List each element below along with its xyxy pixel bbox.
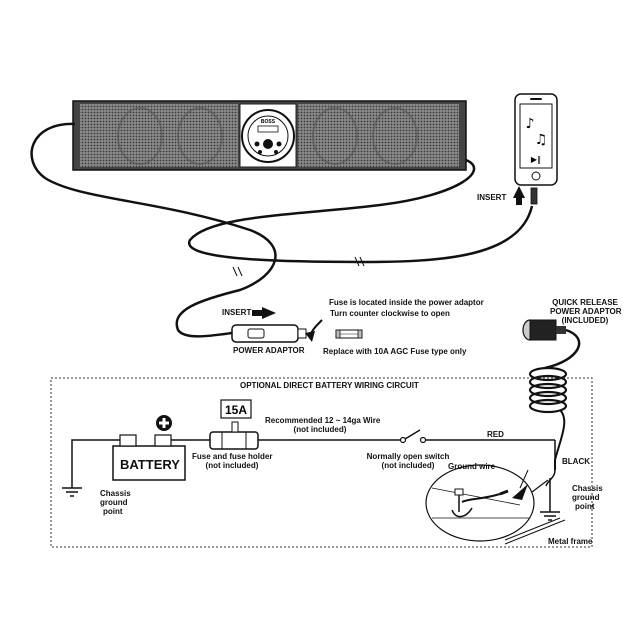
fuse-15a-box	[220, 399, 252, 419]
quick-release-label-1: QUICK RELEASE	[552, 298, 618, 307]
switch-label: Normally open switch	[366, 452, 450, 461]
play-button-icon	[263, 139, 273, 149]
chassis-left-3: point	[103, 507, 123, 516]
wire-recommendation: Recommended 12 ~ 14ga Wire	[265, 416, 381, 425]
aux-plug	[530, 187, 538, 205]
fuse-holder-not-included: (not included)	[205, 461, 259, 470]
insert-label-adaptor: INSERT	[222, 308, 252, 317]
ground-symbol-right	[540, 511, 560, 521]
fuse-replace-note: Replace with 10A AGC Fuse type only	[323, 347, 467, 356]
speaker-logo: BOSS	[261, 119, 276, 125]
smartphone: ♪ ♫ ▶‖	[514, 93, 558, 186]
chassis-left-2: ground	[100, 498, 128, 507]
circuit-title: OPTIONAL DIRECT BATTERY WIRING CIRCUIT	[240, 381, 419, 390]
quick-release-label-3: (INCLUDED)	[561, 316, 609, 325]
metal-frame-label: Metal frame	[548, 537, 593, 546]
fuse-holder	[209, 421, 259, 450]
fuse-location-note: Fuse is located inside the power adaptor	[329, 298, 484, 307]
next-button-icon	[276, 141, 282, 147]
control-knob	[241, 109, 295, 163]
chassis-left-1: Chassis	[100, 489, 131, 498]
quick-release-adaptor	[522, 319, 566, 341]
ground-bolt-icon	[454, 488, 464, 496]
prev-button-icon	[254, 141, 260, 147]
chassis-right-2: ground	[572, 493, 600, 502]
black-wire-label: BLACK	[562, 457, 590, 466]
music-note-icon: ♪	[526, 116, 535, 132]
ground-wire-label: Ground wire	[448, 462, 496, 471]
ground-pointer-icon	[512, 484, 528, 500]
left-speaker-2	[177, 107, 223, 165]
insert-up-arrow-icon	[513, 186, 525, 198]
chassis-right-1: Chassis	[572, 484, 603, 493]
ground-symbol-left	[62, 487, 82, 497]
rotate-arrow-icon	[305, 331, 315, 342]
wire-not-included: (not included)	[293, 425, 347, 434]
music-notes-icon: ♫	[535, 132, 548, 148]
insert-right-arrow-icon	[262, 307, 276, 319]
ground-detail	[425, 464, 535, 542]
red-wire-label: RED	[487, 430, 504, 439]
quick-release-label-2: POWER ADAPTOR	[550, 307, 622, 316]
coiled-cable	[528, 366, 568, 414]
negative-terminal	[119, 434, 137, 447]
black-wire	[545, 440, 556, 487]
fuse-holder-label: Fuse and fuse holder	[192, 452, 273, 461]
power-adaptor	[231, 324, 307, 343]
power-cable	[30, 122, 277, 338]
chassis-right-3: point	[575, 502, 595, 511]
battery-label: BATTERY	[120, 457, 180, 472]
optional-circuit-box	[50, 377, 593, 548]
insert-label-phone: INSERT	[477, 193, 507, 202]
switch-not-included: (not included)	[381, 461, 435, 470]
fuse-rating: 15A	[225, 403, 247, 417]
right-speaker-1	[312, 107, 358, 165]
right-speaker-2	[372, 107, 418, 165]
left-speaker-1	[117, 107, 163, 165]
power-adaptor-label: POWER ADAPTOR	[233, 346, 305, 355]
soundbar: BOSS	[72, 100, 467, 171]
fuse-turn-note: Turn counter clockwise to open	[330, 309, 450, 318]
agc-fuse	[335, 329, 363, 339]
positive-terminal	[154, 434, 172, 447]
normally-open-switch	[399, 429, 427, 444]
play-pause-icon: ▶‖	[531, 155, 541, 164]
display-screen	[257, 125, 279, 133]
battery	[112, 434, 186, 481]
aux-cable	[187, 158, 534, 264]
